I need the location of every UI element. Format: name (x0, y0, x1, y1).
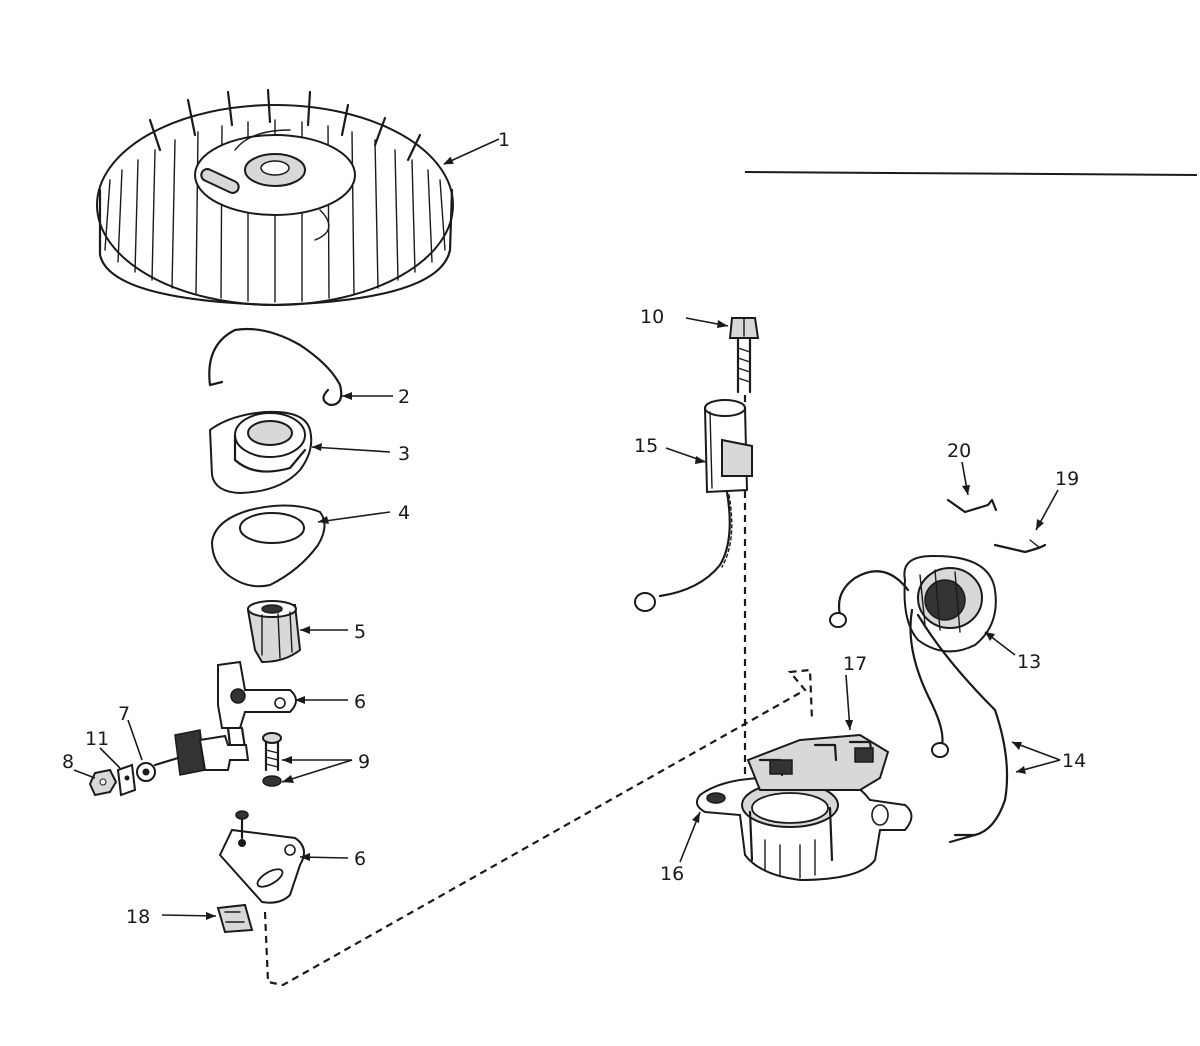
part-clip (216, 903, 254, 934)
callout-3: 3 (398, 443, 410, 465)
callout-6-lower: 6 (354, 848, 366, 870)
part-base-plate (218, 810, 305, 904)
callout-5: 5 (354, 621, 366, 643)
callout-16: 16 (660, 863, 684, 885)
callout-4: 4 (398, 502, 410, 524)
part-condenser (634, 399, 753, 612)
part-screw-10 (728, 317, 760, 394)
callout-11: 11 (85, 728, 109, 750)
callout-15: 15 (634, 435, 658, 457)
callout-18: 18 (126, 906, 150, 928)
callout-6-upper: 6 (354, 691, 366, 713)
part-cam (246, 600, 302, 664)
callout-10: 10 (640, 306, 664, 328)
part-terminal-assembly (88, 729, 250, 797)
part-screw-washer (262, 732, 282, 787)
part-spring-clip (208, 327, 343, 407)
callout-20: 20 (947, 440, 971, 462)
callout-1: 1 (498, 129, 510, 151)
callout-14: 14 (1062, 750, 1086, 772)
callout-13: 13 (1017, 651, 1041, 673)
callout-19: 19 (1055, 468, 1079, 490)
callout-9: 9 (358, 751, 370, 773)
part-gasket (210, 504, 326, 588)
callout-7: 7 (118, 703, 130, 725)
callout-8: 8 (62, 751, 74, 773)
part-breaker-arm (217, 660, 297, 750)
part-cup-seal (208, 410, 313, 495)
part-stator-base (695, 733, 913, 882)
part-ignition-coil (829, 554, 1009, 844)
header-rule-line (744, 171, 1198, 176)
callout-2: 2 (398, 386, 410, 408)
part-wire-clip-20 (946, 498, 998, 514)
callout-17: 17 (843, 653, 867, 675)
dashed-assembly-line (263, 668, 814, 987)
part-wire-19 (993, 539, 1047, 554)
part-flywheel (96, 88, 454, 307)
